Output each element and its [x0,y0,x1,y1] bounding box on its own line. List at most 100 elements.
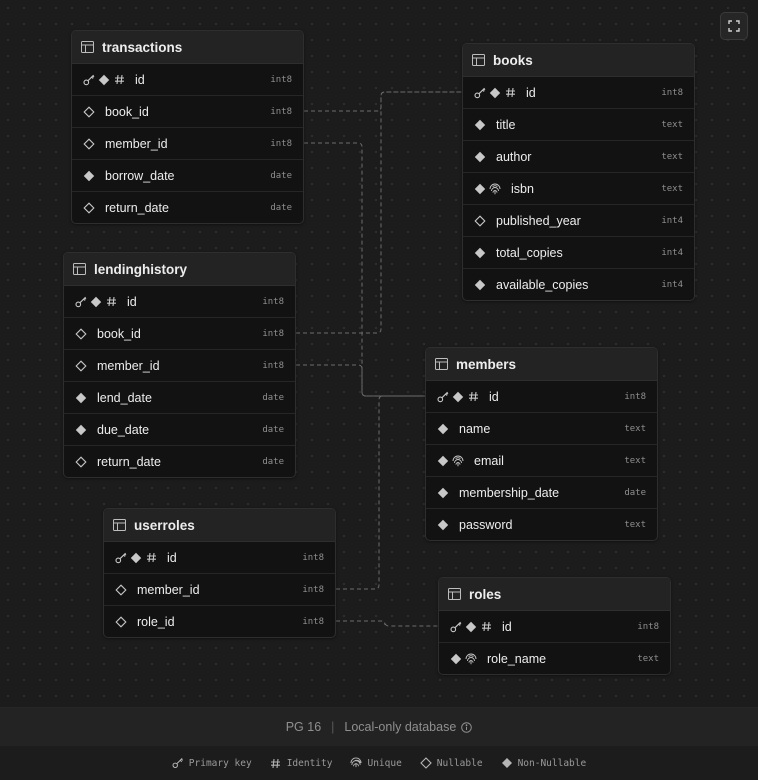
diamond-outline-icon [75,359,87,372]
column-flags [75,327,87,340]
column-row-id[interactable]: id int8 [426,381,657,413]
info-icon[interactable] [461,721,473,733]
column-row-id[interactable]: id int8 [439,611,670,643]
relationship-line-lendinghistory-book-id [296,91,462,334]
diamond-filled-icon [474,247,486,259]
column-name: id [167,550,177,565]
column-name: role_id [137,614,175,629]
legend-identity: Identity [270,757,332,769]
column-name: id [502,619,512,634]
table-header[interactable]: lendinghistory [64,253,295,286]
table-header[interactable]: books [463,44,694,77]
column-flags [75,392,87,404]
column-type: text [624,519,646,530]
column-name: id [526,85,536,100]
column-flags [83,74,125,86]
column-type: text [661,151,683,162]
column-type: int4 [661,279,683,290]
column-type: int8 [270,106,292,117]
fingerprint-icon [452,455,464,467]
column-type: int8 [262,296,284,307]
table-icon [73,263,86,275]
column-name: id [489,389,499,404]
key-icon [172,757,184,769]
footer: PG 16 | Local-only database Primary key … [0,707,758,780]
column-flags [474,279,486,291]
column-row-id[interactable]: id int8 [64,286,295,318]
diamond-filled-icon [437,487,449,499]
table-header[interactable]: members [426,348,657,381]
column-name: membership_date [459,485,560,500]
column-type: date [624,487,646,498]
column-flags [450,653,477,665]
diamond-filled-icon [90,296,102,308]
column-type: date [270,202,292,213]
legend: Primary key Identity Unique Nullable Non… [0,752,758,774]
column-type: text [637,653,659,664]
column-type: int8 [637,621,659,632]
column-type: date [262,456,284,467]
fit-view-button[interactable] [720,12,748,40]
table-header[interactable]: transactions [72,31,303,64]
table-icon [472,54,485,66]
column-row-membership-date[interactable]: membership_date date [426,477,657,509]
column-flags [75,455,87,468]
legend-non-nullable: Non-Nullable [501,757,586,769]
table-header[interactable]: roles [439,578,670,611]
table-header[interactable]: userroles [104,509,335,542]
column-flags [474,183,501,195]
legend-nullable: Nullable [420,757,483,769]
column-flags [83,105,95,118]
column-name: isbn [511,181,534,196]
column-name: member_id [105,136,168,151]
column-type: int8 [270,74,292,85]
column-type: int8 [624,391,646,402]
column-flags [474,87,516,99]
column-flags [437,455,464,467]
diamond-filled-icon [450,653,462,665]
column-flags [115,583,127,596]
diamond-filled-icon [130,552,142,564]
diamond-filled-icon [501,757,513,769]
diamond-filled-icon [465,621,477,633]
diamond-outline-icon [75,455,87,468]
column-type: date [262,424,284,435]
diamond-outline-icon [83,201,95,214]
column-type: date [262,392,284,403]
relationship-line-userroles-role-id [336,620,438,627]
legend-unique: Unique [350,757,402,769]
column-type: text [624,423,646,434]
column-name: id [127,294,137,309]
